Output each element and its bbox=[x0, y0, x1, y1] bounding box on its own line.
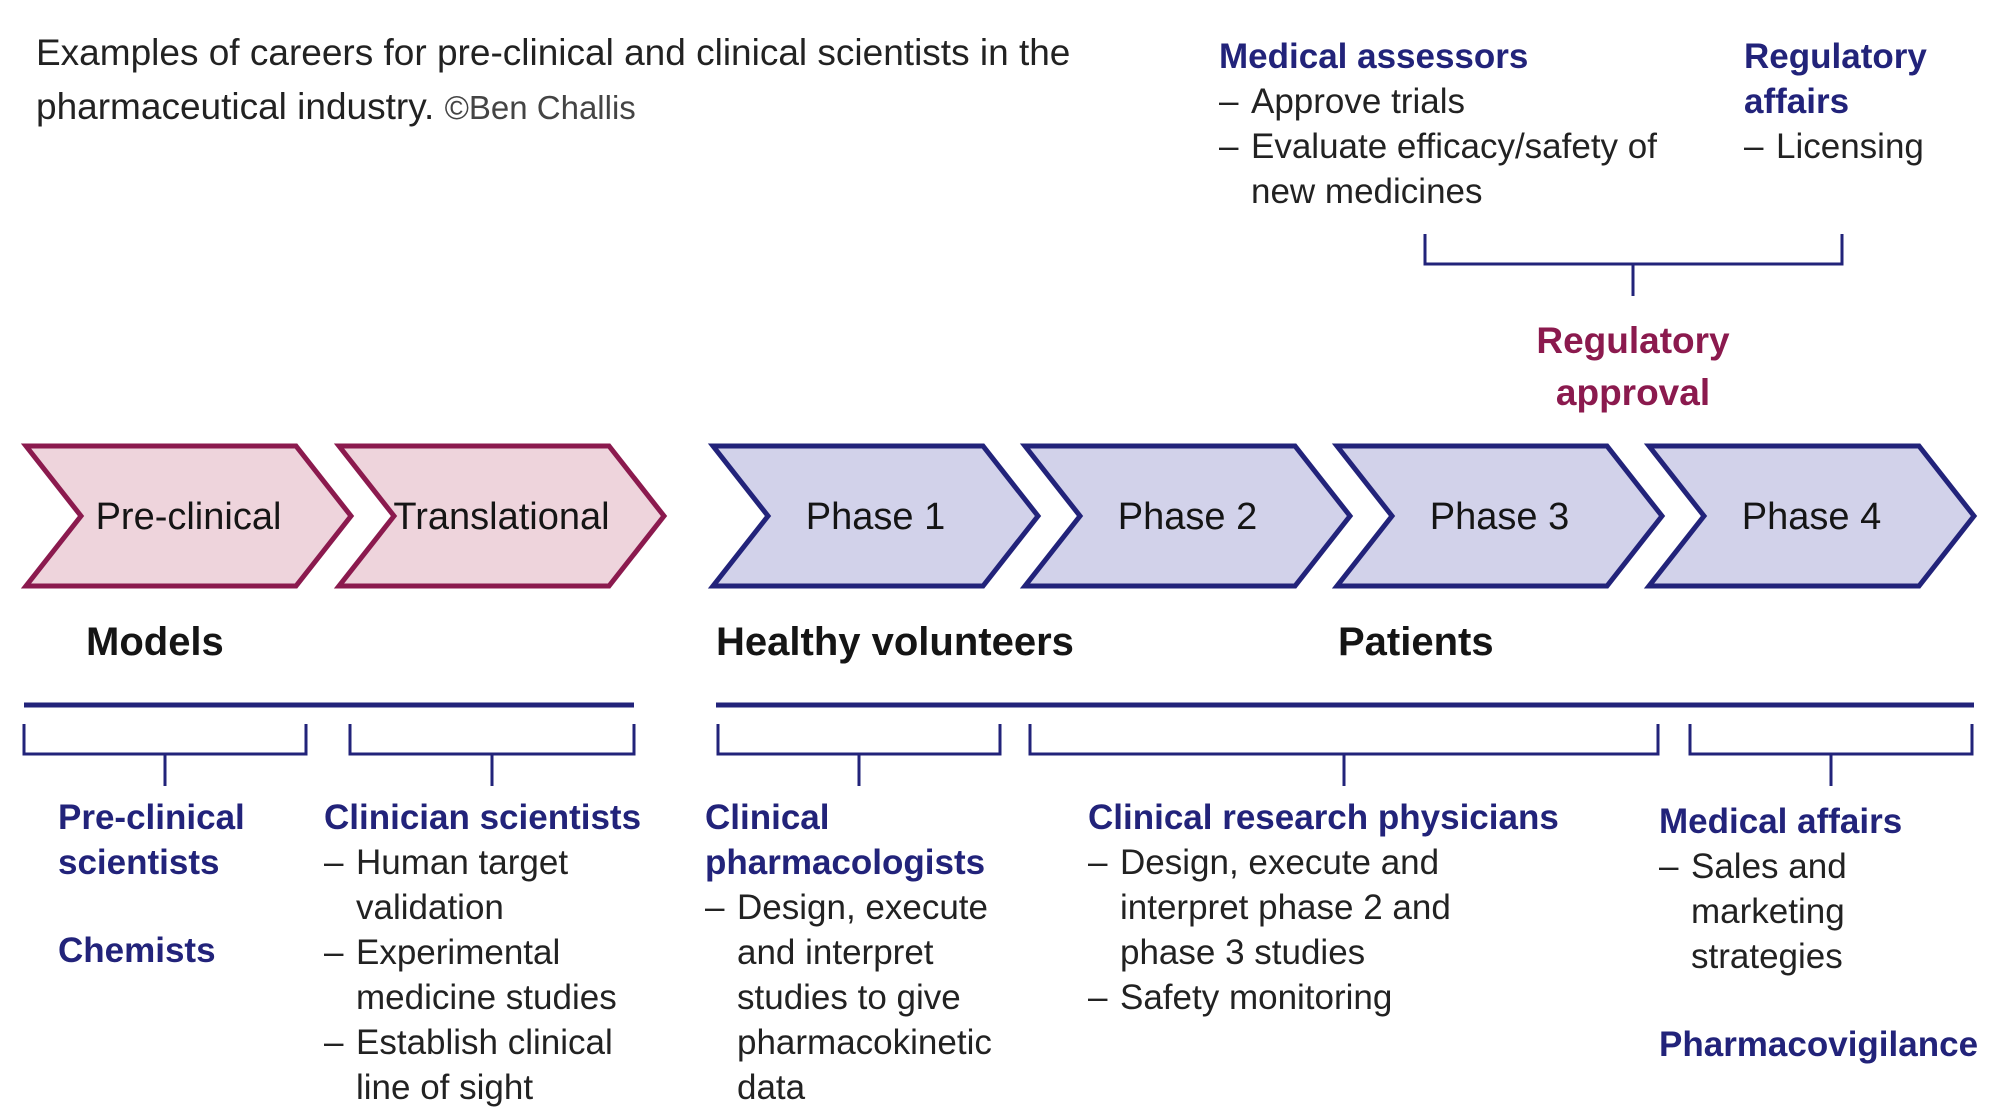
list-item: Licensing bbox=[1744, 124, 1984, 169]
list-item: Approve trials bbox=[1219, 79, 1699, 124]
models-label: Models bbox=[86, 620, 224, 664]
preclinical-scientists-title: Pre-clinical scientists bbox=[58, 798, 245, 882]
clinical-pharmacologists-list: Design, execute and interpret studies to… bbox=[705, 885, 1045, 1110]
clinician-scientists-list: Human target validation Experimental med… bbox=[324, 840, 664, 1110]
clinical-research-physicians-list: Design, execute and interpret phase 2 an… bbox=[1088, 840, 1528, 1020]
medical-assessors-list: Approve trials Evaluate efficacy/safety … bbox=[1219, 79, 1699, 214]
bracket-clinical-research-physicians bbox=[1028, 724, 1660, 786]
pharmacovigilance-title: Pharmacovigilance bbox=[1659, 1025, 1979, 1064]
stage-label: Pre-clinical bbox=[96, 496, 282, 538]
stage-chevron bbox=[333, 443, 668, 589]
medical-affairs-list: Sales and marketing strategies bbox=[1659, 844, 1929, 979]
stage-label: Translational bbox=[393, 496, 609, 538]
list-item: Sales and marketing strategies bbox=[1659, 844, 1929, 979]
healthy-volunteers-label: Healthy volunteers bbox=[716, 620, 1074, 664]
stage-label: Phase 3 bbox=[1430, 496, 1569, 538]
list-item: Human target validation bbox=[324, 840, 664, 930]
patients-label: Patients bbox=[1338, 620, 1494, 664]
caption-text: Examples of careers for pre-clinical and… bbox=[36, 32, 1071, 127]
bracket-clinician-scientists bbox=[348, 724, 636, 786]
list-item: Design, execute and interpret phase 2 an… bbox=[1088, 840, 1528, 975]
bracket-clinical-pharmacologists bbox=[716, 724, 1002, 786]
stage-label: Phase 4 bbox=[1742, 496, 1881, 538]
regulatory-affairs-list: Licensing bbox=[1744, 124, 1984, 169]
list-item: Safety monitoring bbox=[1088, 975, 1528, 1020]
regulatory-bracket bbox=[1423, 234, 1844, 296]
list-item: Establish clinical line of sight bbox=[324, 1020, 664, 1110]
regulatory-affairs-title: Regulatory affairs bbox=[1744, 37, 1927, 121]
stage-chevrons: Pre-clinical Translational Phase 1 Phase 2 P… bbox=[20, 443, 1978, 589]
list-item: Design, execute and interpret studies to… bbox=[705, 885, 1045, 1110]
medical-assessors-title: Medical assessors bbox=[1219, 37, 1529, 76]
clinical-research-physicians-title: Clinical research physicians bbox=[1088, 798, 1559, 837]
clinical-pharmacologists-title: Clinical pharmacologists bbox=[705, 798, 986, 882]
stage-chevron bbox=[1331, 443, 1666, 589]
medical-affairs-title: Medical affairs bbox=[1659, 802, 1903, 841]
list-item: Experimental medicine studies bbox=[324, 930, 664, 1020]
bracket-preclinical-scientists bbox=[22, 724, 308, 786]
stage-chevron bbox=[20, 443, 355, 589]
list-item: Evaluate efficacy/safety of new medicine… bbox=[1219, 124, 1699, 214]
stage-label: Phase 1 bbox=[806, 496, 945, 538]
regulatory-approval-label: Regulatory approval bbox=[1536, 320, 1730, 413]
stage-chevron bbox=[707, 443, 1042, 589]
chemists-title: Chemists bbox=[58, 931, 216, 970]
figure-caption: Examples of careers for pre-clinical and… bbox=[36, 26, 1196, 135]
stage-chevron bbox=[1643, 443, 1978, 589]
clinician-scientists-title: Clinician scientists bbox=[324, 798, 642, 837]
stage-chevron bbox=[1019, 443, 1354, 589]
stage-label: Phase 2 bbox=[1118, 496, 1257, 538]
caption-credit: ©Ben Challis bbox=[444, 89, 636, 126]
bracket-medical-affairs bbox=[1688, 724, 1974, 786]
